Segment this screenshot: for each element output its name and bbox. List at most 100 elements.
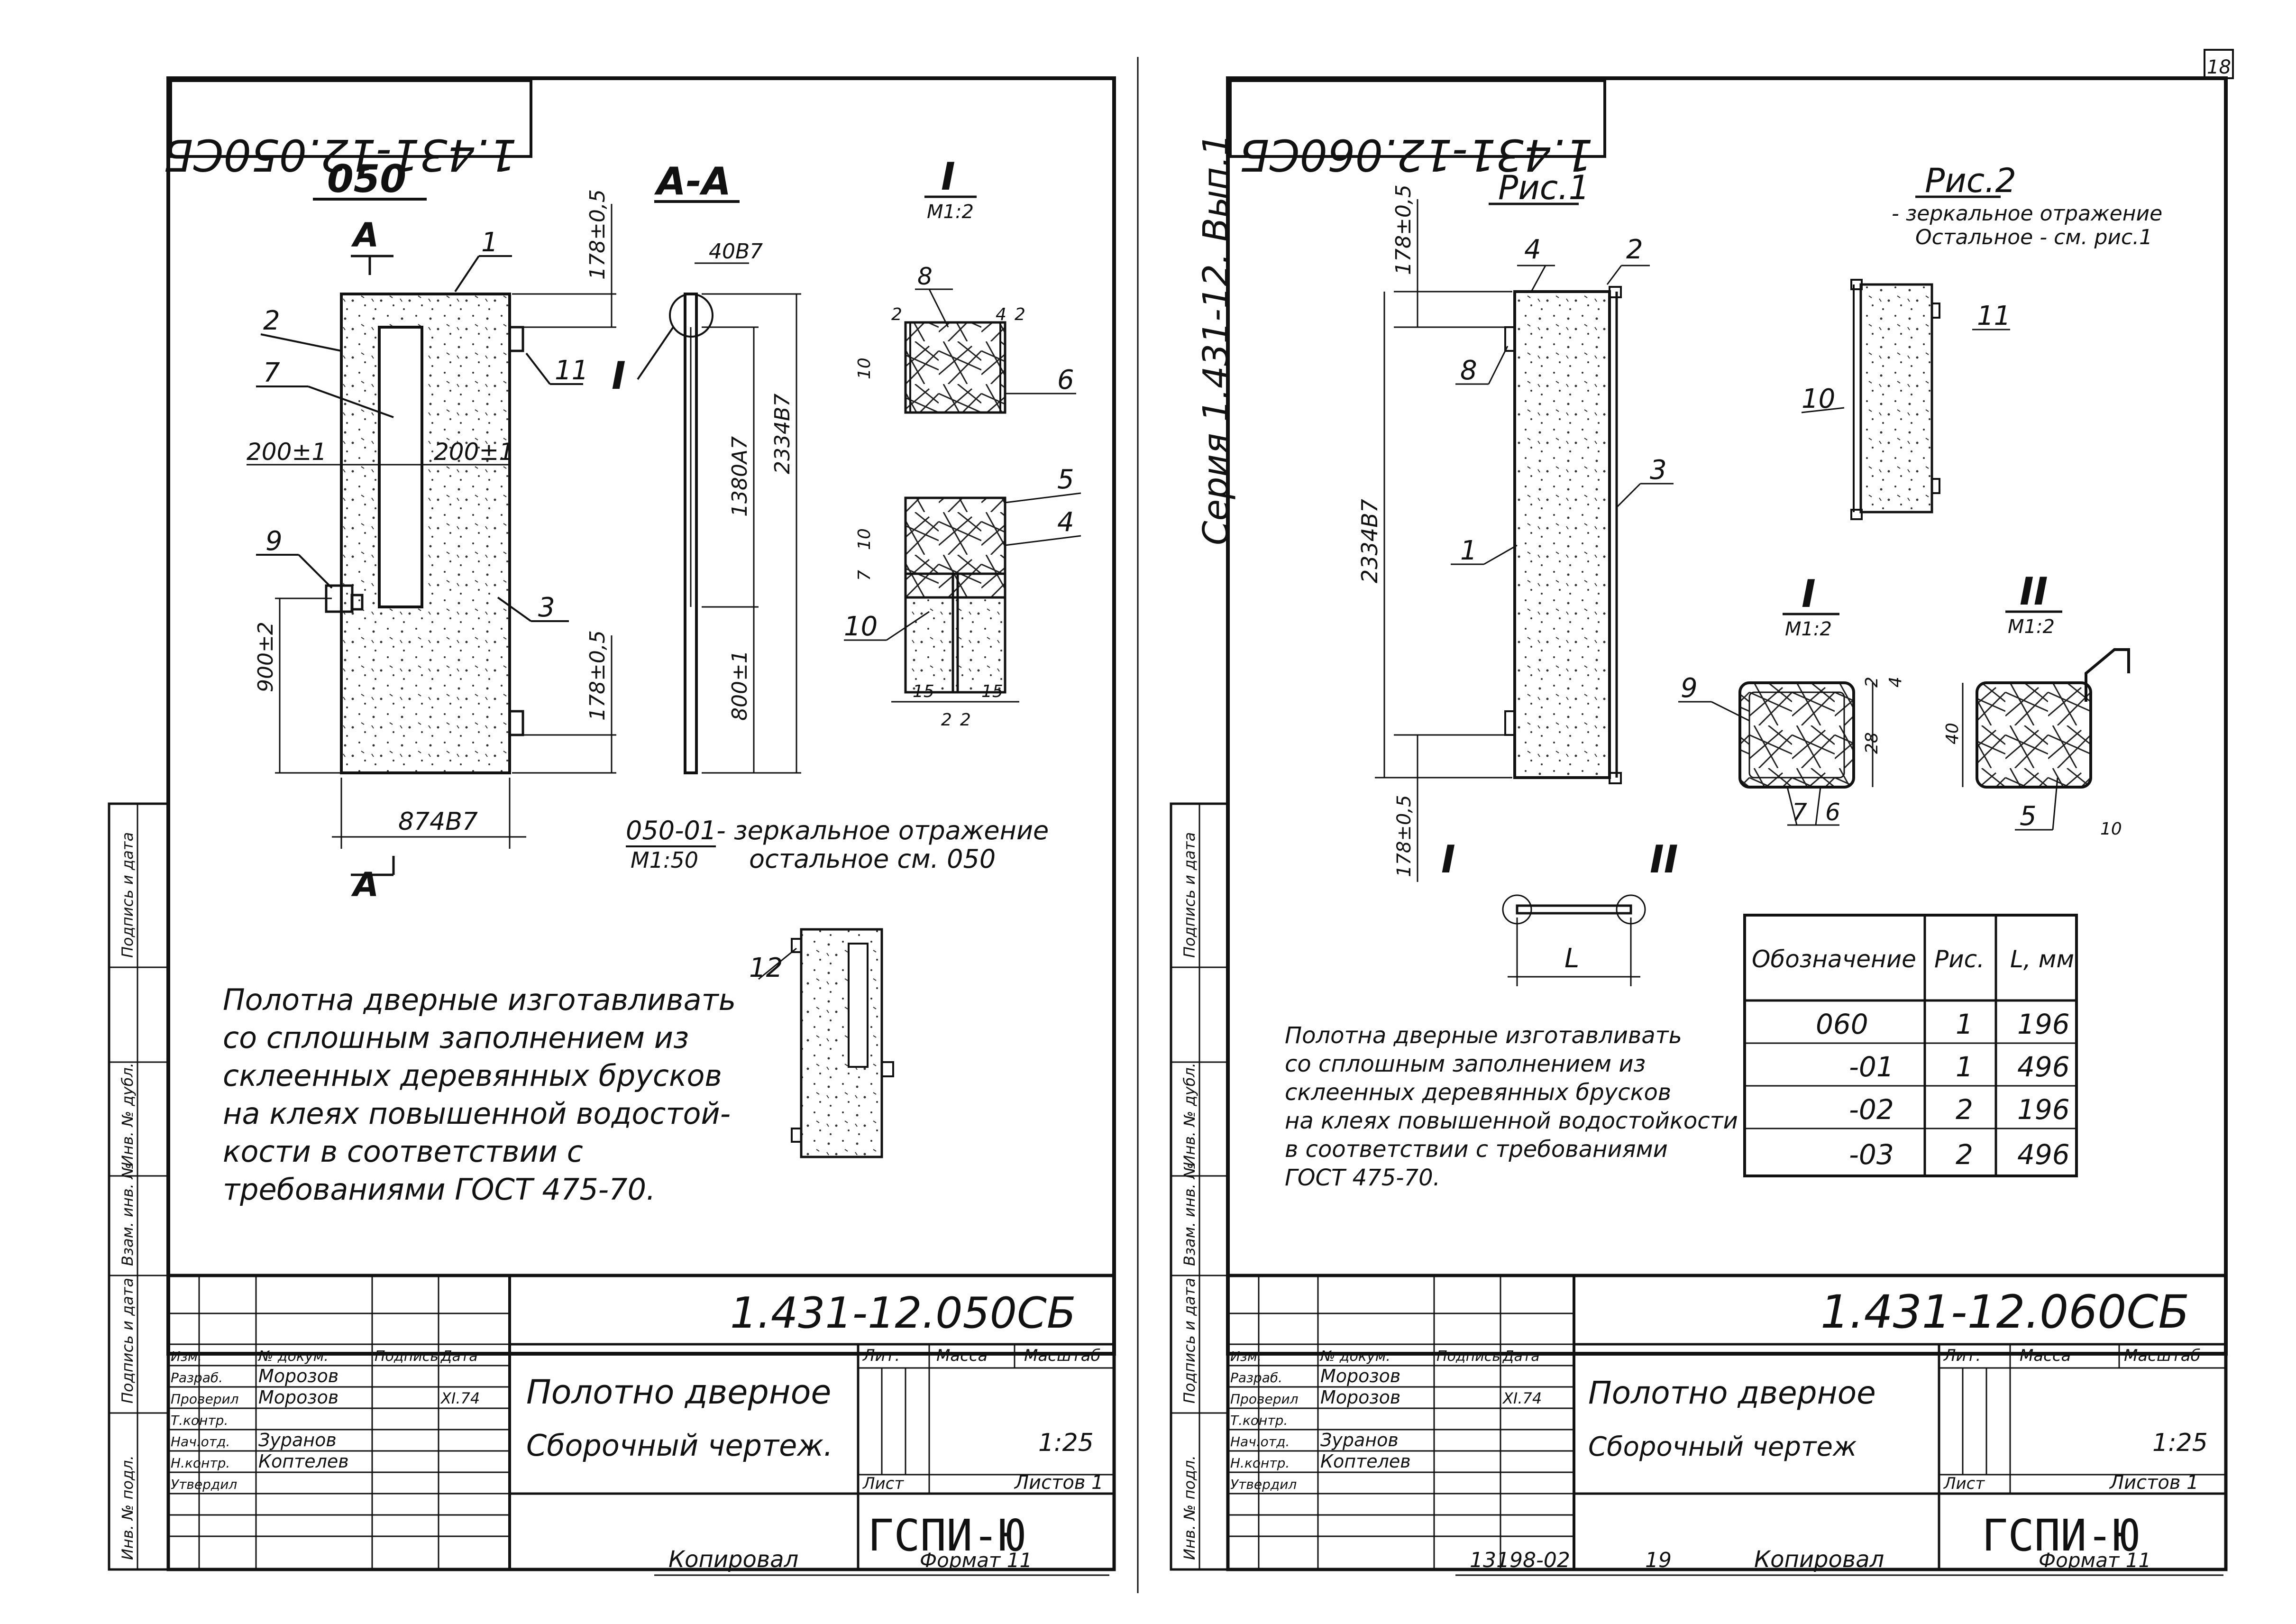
svg-text:Разраб.: Разраб. [1230, 1370, 1282, 1385]
svg-text:Разраб.: Разраб. [171, 1370, 223, 1385]
r-dim-4: 4 [1886, 677, 1905, 688]
svg-text:Масса: Масса [936, 1346, 988, 1365]
detail-I-lower [904, 496, 1006, 575]
svg-text:1.431-12.050СБ: 1.431-12.050СБ [730, 1288, 1076, 1338]
svg-text:Подпись: Подпись [1436, 1348, 1500, 1365]
svg-text:19: 19 [1645, 1548, 1672, 1572]
svg-text:Подпись и дата: Подпись и дата [119, 832, 137, 958]
sheet-number-box: 18 [2204, 49, 2234, 79]
r-pos-5: 5 [2020, 801, 2037, 832]
svg-text:Формат 11: Формат 11 [2039, 1549, 2151, 1572]
plan-II-label: II [1650, 837, 1678, 881]
right-sheet: 1.431-12.060СБ Серия 1.431-12. Вып.1 Рис… [1196, 76, 2228, 1571]
svg-text:Масштаб: Масштаб [2124, 1346, 2201, 1365]
hinge-top [508, 326, 524, 352]
detail-dim-10a: 10 [855, 358, 874, 379]
detail-dim-7: 7 [855, 570, 874, 581]
dim-top-hinge: 178±0,5 [585, 189, 610, 280]
th-length: L, мм [2010, 945, 2074, 973]
r-pos-3: 3 [1650, 455, 1667, 486]
section-aa-label: А-А [654, 159, 731, 203]
detail-pos-8: 8 [917, 263, 933, 290]
svg-text:Морозов: Морозов [258, 1387, 338, 1408]
svg-text:Изм.: Изм. [171, 1349, 202, 1364]
svg-text:Полотна дверные изготавливать: Полотна дверные изготавливать [1285, 1022, 1682, 1049]
right-notes: Полотна дверные изготавливать со сплошны… [1285, 1022, 1738, 1191]
pos-11: 11 [555, 355, 588, 386]
svg-text:Проверил: Проверил [171, 1391, 239, 1407]
svg-text:2: 2 [1956, 1138, 1973, 1171]
left-sheet: 1.431-12.050СБ 050 А 1 2 7 11 9 3 [163, 76, 1116, 1571]
svg-text:Инв. № подл.: Инв. № подл. [1180, 1455, 1198, 1560]
side-strip-left: Инв. № подл. Подпись и дата Взам. инв. №… [108, 802, 170, 1571]
sheet-number: 18 [2207, 56, 2231, 78]
svg-text:ГСПИ-Ю: ГСПИ-Ю [868, 1510, 1025, 1561]
dim-lock-height: 900±2 [254, 622, 278, 692]
svg-text:1:25: 1:25 [1038, 1429, 1094, 1457]
svg-text:Инв. № подл.: Инв. № подл. [119, 1455, 137, 1560]
r-dim-2: 2 [1862, 677, 1882, 688]
r-detail1-profile [1738, 681, 1855, 789]
svg-text:Зуранов: Зуранов [258, 1430, 337, 1450]
svg-text:1: 1 [1956, 1008, 1973, 1040]
svg-text:Проверил: Проверил [1230, 1391, 1299, 1407]
svg-text:Нач.отд.: Нач.отд. [171, 1434, 230, 1450]
pos-2: 2 [263, 305, 280, 336]
door-leaf-050-01 [800, 928, 883, 1158]
r-pos-7: 7 [1792, 798, 1807, 826]
r-pos-2: 2 [1626, 234, 1643, 265]
svg-text:№ докум.: № докум. [1319, 1348, 1390, 1365]
svg-text:Лист: Лист [1943, 1474, 1985, 1493]
detail-pos-5: 5 [1057, 464, 1074, 495]
dim-thickness: 40В7 [709, 239, 763, 264]
svg-text:Масса: Масса [2020, 1346, 2071, 1365]
svg-text:Полотна дверные изготавливать: Полотна дверные изготавливать [223, 982, 736, 1017]
detail-dim-2c: 2 [941, 710, 952, 730]
detail-pos-6: 6 [1057, 365, 1074, 395]
svg-text:-01: -01 [1849, 1051, 1894, 1083]
svg-text:Копировал: Копировал [1754, 1546, 1884, 1573]
svg-text:на клеях повышенной водостойко: на клеях повышенной водостойкости [1285, 1108, 1738, 1134]
dim-glass-height: 1380А7 [728, 436, 752, 517]
svg-text:Изм.: Изм. [1230, 1349, 1262, 1364]
r-pos-11: 11 [1977, 301, 2011, 331]
detail-dim-10b: 10 [855, 528, 874, 550]
svg-text:Утвердил: Утвердил [1230, 1477, 1297, 1492]
svg-text:Т.контр.: Т.контр. [171, 1413, 228, 1428]
plan-door [1516, 904, 1632, 915]
svg-text:Инв. № дубл.: Инв. № дубл. [1180, 1063, 1198, 1166]
mirror-scale: М1:50 [631, 847, 698, 873]
svg-text:Листов 1: Листов 1 [2109, 1472, 2199, 1494]
svg-text:Копировал: Копировал [668, 1546, 798, 1573]
svg-text:Масштаб: Масштаб [1024, 1346, 1101, 1365]
svg-text:Коптелев: Коптелев [258, 1451, 349, 1472]
svg-text:со сплошным заполнением из: со сплошным заполнением из [223, 1020, 689, 1055]
th-designation: Обозначение [1752, 945, 1916, 973]
plan-I-label: I [1441, 837, 1455, 881]
section-mark-bottom: А [351, 865, 379, 904]
pos-3: 3 [538, 592, 555, 623]
svg-text:XI.74: XI.74 [440, 1389, 480, 1407]
svg-text:Н.контр.: Н.контр. [171, 1455, 230, 1471]
pos-9: 9 [265, 526, 283, 557]
svg-text:Взам. инв. №: Взам. инв. № [1180, 1163, 1198, 1266]
detail-I-upper [904, 321, 1006, 414]
door-fig2 [1859, 283, 1933, 514]
pos-7: 7 [263, 358, 280, 388]
designation-table: Обозначение Рис. L, мм 060 1 196 -01 1 4… [1743, 914, 2078, 1177]
title-block-right: 1.431-12.060СБ Полотно дверное Сборочный… [1226, 1274, 2228, 1571]
left-footer: Копировал Формат 11 [654, 1546, 1109, 1576]
r-pos-4: 4 [1524, 234, 1541, 265]
svg-text:требованиями ГОСТ 475-70.: требованиями ГОСТ 475-70. [223, 1172, 656, 1207]
svg-text:Взам. инв. №: Взам. инв. № [119, 1163, 137, 1266]
svg-text:Подпись и дата: Подпись и дата [119, 1278, 137, 1404]
r-pos-8: 8 [1460, 355, 1477, 386]
r-dim-bottom-hinge: 178±0,5 [1393, 795, 1415, 877]
plan-dim-L: L [1564, 943, 1579, 974]
svg-text:Формат 11: Формат 11 [920, 1549, 1032, 1572]
svg-text:196: 196 [2017, 1008, 2070, 1040]
section-mark-top: А [351, 216, 379, 255]
svg-text:Листов 1: Листов 1 [1014, 1472, 1104, 1494]
svg-text:склеенных деревянных брусков: склеенных деревянных брусков [1285, 1079, 1671, 1106]
